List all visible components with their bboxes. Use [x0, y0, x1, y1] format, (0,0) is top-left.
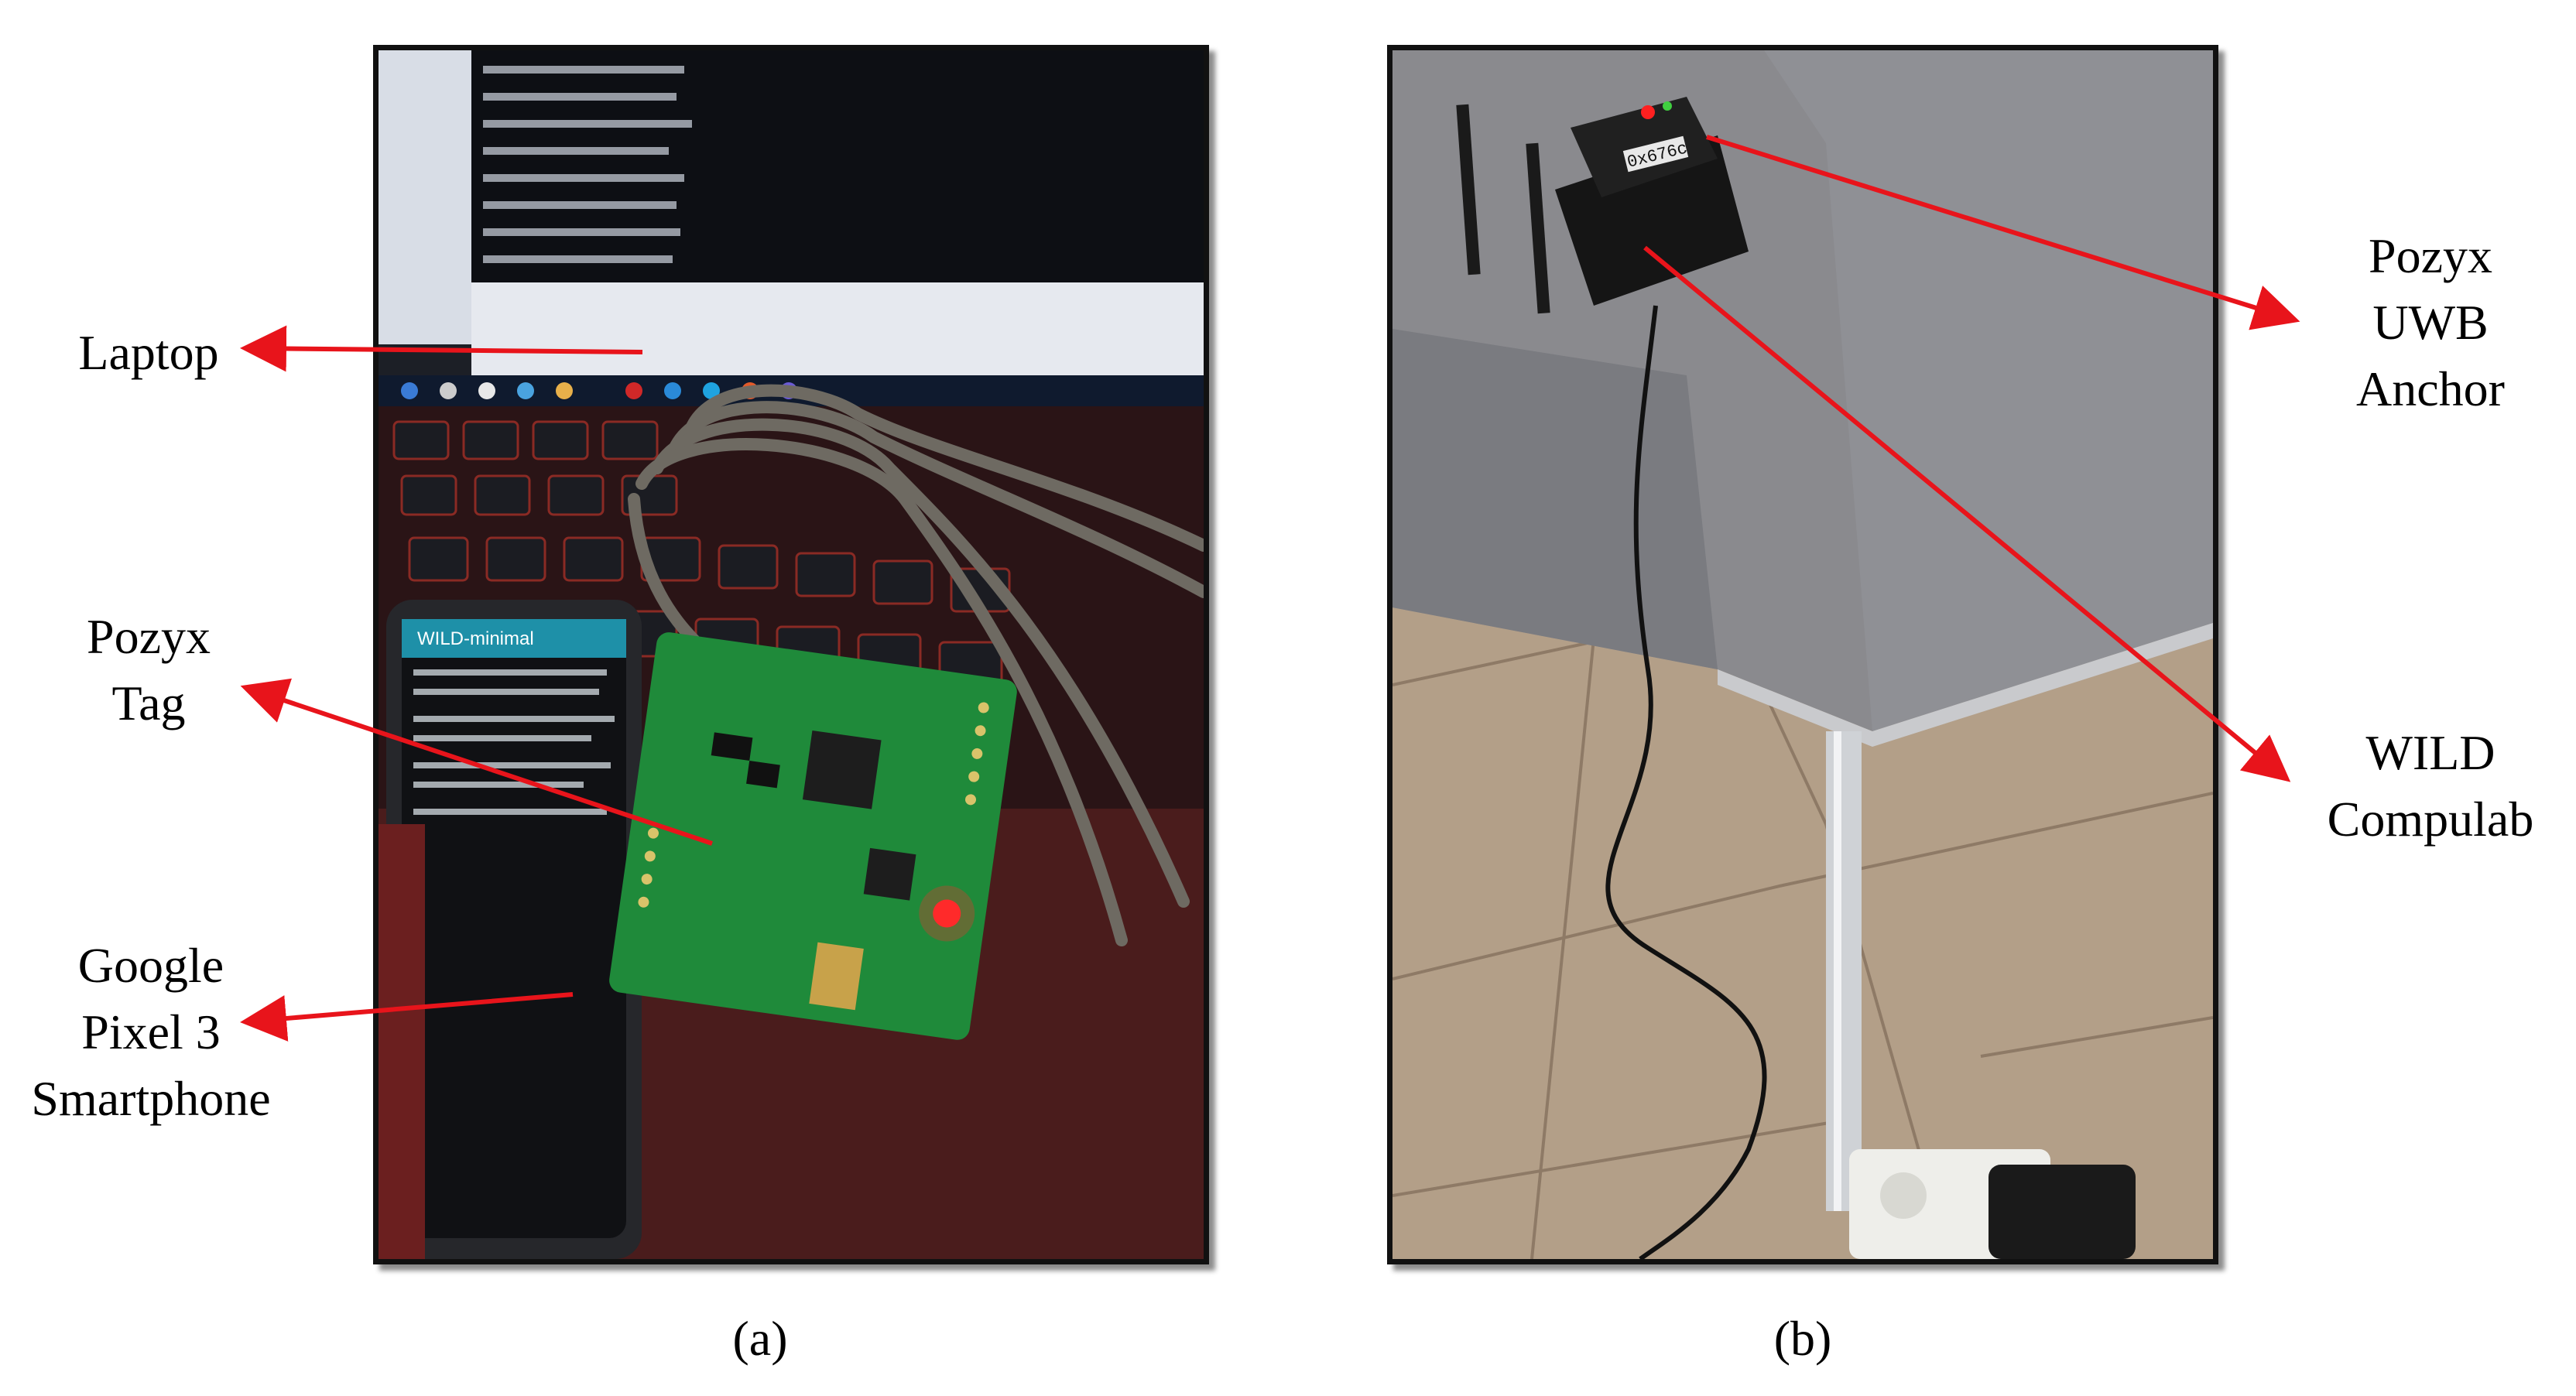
label-anchor-line1: Pozyx	[2369, 228, 2492, 283]
tag-led	[933, 899, 961, 928]
photo-panel-a: WILD-minimal	[373, 45, 1209, 1264]
label-laptop-text: Laptop	[78, 325, 219, 380]
power-cable	[1605, 305, 1767, 1259]
label-pozyx-tag: Pozyx Tag	[63, 604, 234, 737]
label-anchor-line2: UWB	[2372, 295, 2489, 350]
phone-app-title: WILD-minimal	[417, 628, 534, 649]
caption-a: (a)	[683, 1308, 838, 1370]
label-wild-line1: WILD	[2365, 725, 2496, 780]
label-phone-line2: Pixel 3	[81, 1004, 221, 1059]
sofa-leg	[1826, 731, 1862, 1211]
photo-b-illustration: 0x676c	[1392, 50, 2213, 1259]
power-adapter	[1989, 1165, 2136, 1259]
label-wild-compulab: WILD Compulab	[2291, 720, 2570, 853]
label-pozyx-tag-line2: Tag	[111, 676, 186, 731]
caption-b: (b)	[1725, 1308, 1880, 1370]
photo-a-illustration: WILD-minimal	[379, 50, 1204, 1259]
label-pozyx-uwb-anchor: Pozyx UWB Anchor	[2314, 223, 2547, 423]
label-google-pixel: Google Pixel 3 Smartphone	[8, 932, 294, 1132]
pozyx-tag-pcb	[609, 632, 1017, 1040]
label-anchor-line3: Anchor	[2356, 361, 2505, 416]
usb-cables	[628, 384, 1204, 946]
label-laptop: Laptop	[63, 320, 234, 386]
label-wild-line2: Compulab	[2327, 792, 2534, 847]
label-phone-line1: Google	[77, 938, 224, 993]
caption-b-text: (b)	[1773, 1311, 1832, 1366]
caption-a-text: (a)	[732, 1311, 788, 1366]
label-pozyx-tag-line1: Pozyx	[87, 609, 211, 664]
label-phone-line3: Smartphone	[31, 1071, 271, 1126]
photo-panel-b: 0x676c	[1387, 45, 2218, 1264]
